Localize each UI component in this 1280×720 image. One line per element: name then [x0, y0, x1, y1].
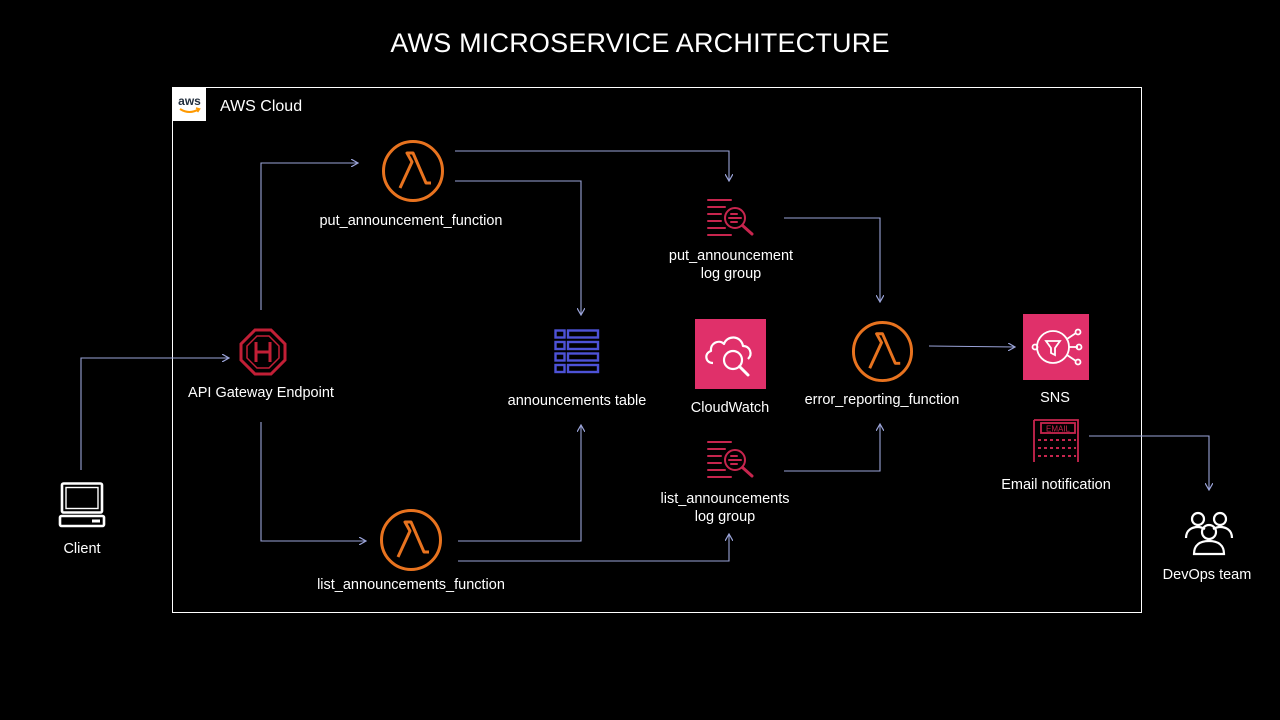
client-label: Client [63, 541, 101, 557]
aws-logo-icon: aws [173, 88, 206, 121]
list-log-group-label-line2: log group [694, 509, 756, 525]
aws-cloud-label: AWS Cloud [220, 98, 303, 115]
list-log-group-label-line1: list_announcements [660, 491, 790, 507]
email-icon: EMAIL [1033, 419, 1079, 468]
email-label: Email notification [1001, 477, 1111, 493]
sns-icon [1023, 314, 1089, 385]
arrow-put-log-to-error-function [784, 217, 880, 302]
diagram-title: AWS MICROSERVICE ARCHITECTURE [390, 28, 890, 58]
arrow-put-function-to-table [455, 180, 581, 315]
put-log-group-label-line2: log group [700, 266, 762, 282]
list-log-group-label: list_announcements log group [661, 490, 790, 526]
api-gateway-icon [239, 328, 287, 381]
put-function-label: put_announcement_function [319, 213, 503, 229]
users-icon [1184, 508, 1234, 561]
arrow-client-to-api [80, 358, 229, 470]
arrow-put-function-to-log [455, 150, 729, 181]
cloudwatch-icon [695, 319, 766, 394]
arrow-error-function-to-sns [928, 346, 1015, 347]
arrow-email-to-devops [1089, 435, 1209, 490]
log-group-icon [707, 196, 755, 241]
lambda-icon [381, 139, 445, 208]
arrow-api-to-list-function [260, 422, 366, 541]
sns-label: SNS [1040, 390, 1070, 406]
arrow-api-to-put-function [260, 163, 358, 310]
aws-logo-text: aws [178, 94, 201, 108]
email-icon-text: EMAIL [1046, 425, 1071, 434]
api-gateway-label: API Gateway Endpoint [188, 385, 334, 401]
put-log-group-label-line1: put_announcement [668, 248, 794, 264]
list-function-label: list_announcements_function [317, 577, 505, 593]
arrow-list-function-to-log [458, 534, 729, 562]
table-label: announcements table [507, 393, 647, 409]
cloudwatch-label: CloudWatch [690, 400, 770, 416]
lambda-icon [379, 508, 443, 577]
arrow-list-function-to-table [458, 425, 581, 542]
put-log-group-label: put_announcement log group [669, 247, 793, 283]
laptop-icon [58, 482, 106, 533]
error-function-label: error_reporting_function [804, 392, 960, 408]
devops-label: DevOps team [1162, 567, 1252, 583]
aws-cloud-boundary [172, 87, 1142, 613]
lambda-icon [851, 320, 914, 388]
table-icon [554, 329, 600, 380]
arrow-list-log-to-error-function [784, 424, 880, 472]
log-group-icon [707, 438, 755, 483]
